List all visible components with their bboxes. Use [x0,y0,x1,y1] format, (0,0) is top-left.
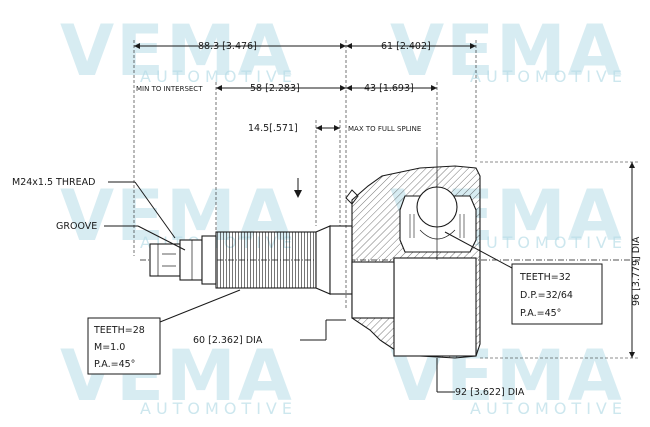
spec-inner-teeth: TEETH=32 [519,272,571,283]
dim-max-full-spline: 14.5[.571] [248,123,298,134]
watermark-brand: VEMA [390,10,624,92]
dim-groove: GROOVE [56,221,97,232]
spec-outer-pa: P.A.=45° [94,359,135,370]
dim-overall-right: 61 [2.402] [381,41,431,52]
dim-spline-length: 58 [2.283] [250,83,300,94]
spec-inner-pa: P.A.=45° [520,308,561,319]
thread-tip [149,243,181,277]
arrowheads [134,43,635,358]
groove-section [179,239,203,281]
dim-outer-dia: 96 [3.779] DIA [631,236,642,306]
dim-thread: M24x1.5 THREAD [12,177,95,188]
spec-box-inner: TEETH=32 D.P.=32/64 P.A.=45° [444,231,603,325]
dim-shaft-dia: 60 [2.362] DIA [193,335,263,346]
stub-shaft [149,225,353,295]
dim-max-full-spline-label: MAX TO FULL SPLINE [348,125,421,133]
spec-outer-m: M=1.0 [94,342,125,353]
dim-bell-dia: 92 [3.622] DIA [455,387,525,398]
dim-min-intersect-label: MIN TO INTERSECT [136,85,203,93]
dimension-labels: 88.3 [3.476] 61 [2.402] MIN TO INTERSECT… [12,41,642,398]
spline-section [215,231,317,289]
dimension-lines [104,40,640,393]
watermark-subtitle: AUTOMOTIVE [140,67,297,86]
watermark-subtitle: AUTOMOTIVE [470,233,627,252]
watermark-brand: VEMA [60,10,294,92]
watermark-subtitle: AUTOMOTIVE [140,399,297,418]
spec-box-outer: TEETH=28 M=1.0 P.A.=45° [87,289,241,375]
dim-housing-length: 43 [1.693] [364,83,414,94]
watermark-subtitle: AUTOMOTIVE [470,399,627,418]
spec-inner-dp: D.P.=32/64 [520,290,573,301]
bell-body [393,257,477,357]
watermark-subtitle: AUTOMOTIVE [470,67,627,86]
dim-overall-left: 88.3 [3.476] [198,41,257,52]
bell-housing [345,150,481,359]
spec-outer-teeth: TEETH=28 [93,325,145,336]
